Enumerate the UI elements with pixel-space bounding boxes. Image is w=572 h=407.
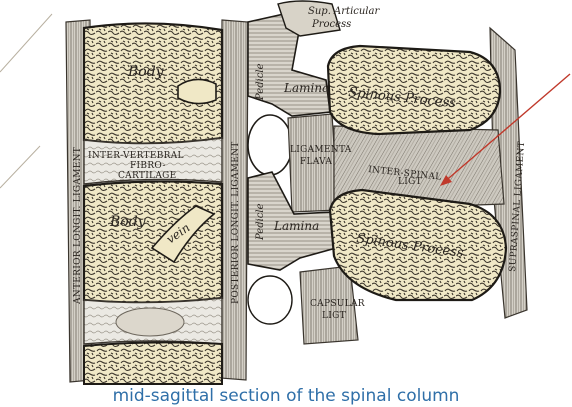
label-disc-1: INTER-VERTEBRAL bbox=[88, 151, 184, 161]
label-anterior-longit: ANTERIOR LONGIT. LIGAMENT bbox=[73, 147, 83, 305]
label-lamina-lower: Lamina bbox=[273, 219, 319, 233]
intervertebral-disc bbox=[83, 137, 223, 185]
vertebral-body-bottom bbox=[83, 341, 223, 385]
label-pedicle-upper: Pedicle bbox=[255, 63, 266, 101]
capsular-ligament-band bbox=[299, 265, 359, 345]
label-interspinal-2: LIGT bbox=[398, 177, 422, 187]
label-pedicle-lower: Pedicle bbox=[255, 203, 266, 241]
label-ligamenta-flava-1: LIGAMENTA bbox=[290, 145, 352, 155]
pointer-arrowhead bbox=[440, 175, 452, 186]
label-posterior-longit: POSTERIOR LONGIT. LIGAMENT bbox=[231, 141, 241, 304]
label-capsular-1: CAPSULAR bbox=[310, 299, 365, 309]
label-disc-3: CARTILAGE bbox=[118, 171, 177, 181]
margin-line-bottom bbox=[0, 145, 41, 189]
sup-articular-process bbox=[277, 0, 341, 37]
basivertebral-foramen-upper bbox=[177, 78, 217, 105]
label-ligamenta-flava-2: FLAVA bbox=[300, 157, 332, 167]
figure-caption: mid-sagittal section of the spinal colum… bbox=[112, 386, 460, 406]
label-body-upper: Body bbox=[127, 64, 165, 80]
nucleus-lower bbox=[115, 307, 185, 337]
intervertebral-foramen bbox=[247, 114, 293, 176]
label-sup-articular-2: Process bbox=[311, 19, 351, 30]
vertebral-body-lower bbox=[82, 180, 224, 304]
label-capsular-2: LIGT bbox=[322, 311, 346, 321]
label-disc-2: FIBRO- bbox=[130, 161, 166, 171]
spinous-process-upper bbox=[326, 44, 502, 136]
pointer-arrow bbox=[441, 73, 571, 185]
margin-line-top bbox=[0, 13, 53, 73]
label-body-lower: Body bbox=[109, 214, 147, 230]
label-sup-articular-1: Sup. Articular bbox=[308, 6, 380, 17]
intervertebral-foramen-lower bbox=[247, 275, 293, 325]
spinous-process-lower bbox=[328, 188, 508, 302]
vein-channel bbox=[150, 205, 216, 264]
label-lamina-upper: Lamina bbox=[283, 81, 329, 95]
